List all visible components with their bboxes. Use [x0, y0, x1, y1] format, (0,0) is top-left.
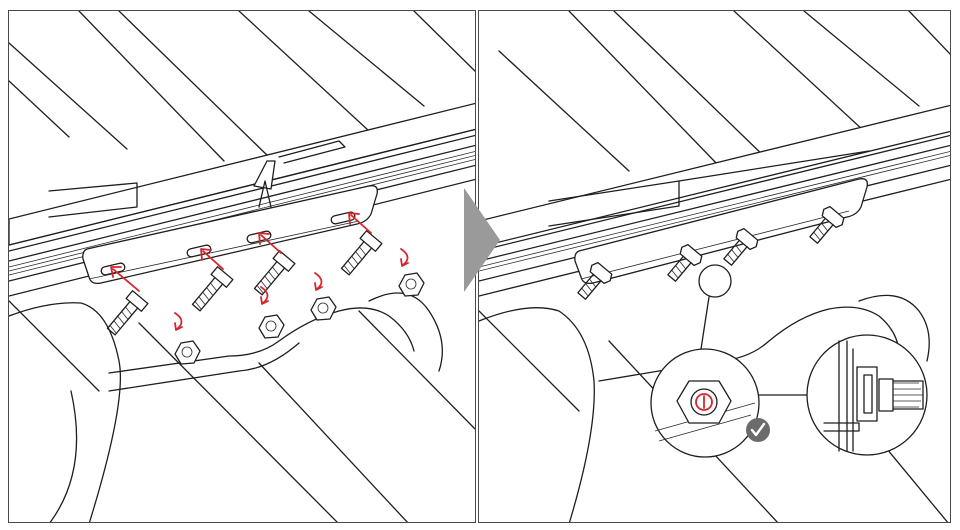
panel-before-installation	[8, 10, 476, 523]
red-curved-arrow-icon	[174, 312, 183, 331]
mounting-rail	[479, 104, 950, 297]
bolt	[340, 230, 383, 276]
splice-plate	[574, 178, 868, 285]
red-curved-arrow-icon	[260, 286, 269, 305]
bolt	[106, 290, 149, 336]
roof-tile-body	[479, 294, 930, 522]
mounting-rail	[9, 102, 475, 297]
check-circle-icon	[746, 418, 770, 442]
drawing-after	[479, 11, 950, 522]
installed-bolt	[667, 243, 703, 282]
detail-front-view	[650, 348, 760, 458]
bolt	[191, 266, 234, 312]
installed-bolt	[723, 227, 759, 266]
drawing-before	[9, 11, 475, 522]
installed-bolt	[577, 261, 613, 300]
chevron-right-icon	[462, 188, 502, 292]
installed-bolt	[809, 205, 845, 244]
red-insert-arrow-icon	[258, 232, 282, 254]
roof-tile-body	[9, 292, 443, 522]
hex-nut	[398, 272, 425, 297]
red-curved-arrow-icon	[400, 248, 409, 267]
red-insert-arrow-icon	[200, 248, 224, 270]
panel-after-installation	[478, 10, 951, 523]
bolt	[253, 250, 296, 296]
roof-tile-lines	[9, 11, 475, 522]
detail-side-view	[806, 334, 928, 456]
hex-nut	[174, 340, 201, 365]
red-insert-arrow-icon	[348, 212, 372, 234]
red-insert-arrow-icon	[110, 266, 140, 292]
hex-nut	[310, 296, 337, 321]
hex-nut	[258, 314, 285, 339]
red-curved-arrow-icon	[314, 272, 323, 291]
